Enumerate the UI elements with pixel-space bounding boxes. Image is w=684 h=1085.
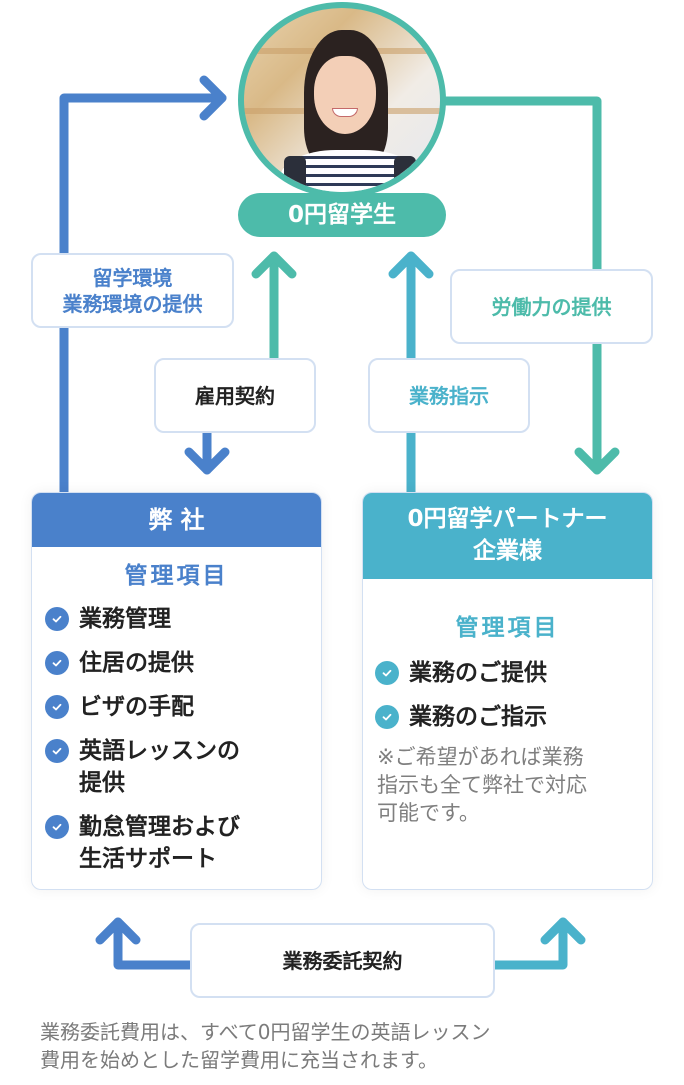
- arrowhead-instruction-up: [388, 251, 434, 279]
- partner-items: 業務のご提供 業務のご指示: [363, 645, 652, 733]
- partner-subtitle: 管理項目: [455, 615, 560, 641]
- label-env-provision: 留学環境 業務環境の提供: [31, 253, 234, 328]
- label-env-line1: 留学環境: [92, 265, 173, 290]
- arrow-company-to-student: [59, 93, 227, 497]
- partner-title-line1: 0円留学パートナー: [407, 506, 608, 532]
- arrow-student-to-partner: [441, 96, 602, 475]
- label-employment-text: 雇用契約: [195, 383, 275, 408]
- check-icon: [45, 695, 69, 719]
- company-subtitle: 管理項目: [124, 563, 229, 589]
- company-card: 弊 社 管理項目 業務管理 住居の提供 ビザの手配 英語レッスンの 提供 勤怠管…: [31, 492, 322, 890]
- list-item: 業務管理: [45, 603, 321, 635]
- label-labor-text: 労働力の提供: [491, 294, 612, 319]
- arrowhead-company-to-student: [199, 75, 227, 121]
- footer-line2: 費用を始めとした留学費用に充当されます。: [40, 1048, 438, 1072]
- student-label: 0円留学生: [238, 193, 446, 237]
- footer-line1: 業務委託費用は、すべて0円留学生の英語レッスン: [40, 1020, 491, 1044]
- photo-backpack-strap: [394, 156, 416, 192]
- arrowhead-employment-down: [184, 447, 230, 475]
- arrowhead-outsourcing-right: [540, 917, 586, 945]
- check-icon: [45, 739, 69, 763]
- arrow-outsourcing-right: [490, 917, 568, 970]
- arrowhead-outsourcing-left: [95, 917, 141, 945]
- arrowhead-employment-up: [251, 251, 297, 279]
- label-outsourcing-text: 業務委託契約: [282, 948, 403, 973]
- check-icon: [375, 661, 399, 685]
- arrow-outsourcing-left: [113, 917, 197, 970]
- list-item: 英語レッスンの 提供: [45, 735, 321, 799]
- list-item: 業務のご指示: [375, 701, 652, 733]
- company-items: 業務管理 住居の提供 ビザの手配 英語レッスンの 提供 勤怠管理および 生活サポ…: [32, 593, 321, 875]
- partner-title-line2: 企業様: [473, 538, 542, 564]
- list-item: 住居の提供: [45, 647, 321, 679]
- label-work-instruction: 業務指示: [368, 358, 530, 433]
- partner-note: ※ご希望があれば業務 指示も全て弊社で対応 可能です。: [377, 745, 587, 825]
- label-labor-provision: 労働力の提供: [450, 269, 653, 344]
- partner-card: 0円留学パートナー 企業様 管理項目 業務のご提供 業務のご指示 ※ご希望があれ…: [362, 492, 653, 890]
- check-icon: [375, 705, 399, 729]
- list-item: 勤怠管理および 生活サポート: [45, 811, 321, 875]
- label-employment-contract: 雇用契約: [154, 358, 316, 433]
- partner-card-header: 0円留学パートナー 企業様: [363, 493, 652, 579]
- check-icon: [45, 651, 69, 675]
- check-icon: [45, 815, 69, 839]
- photo-face: [314, 56, 376, 134]
- student-photo: [238, 2, 446, 198]
- list-item: 業務のご提供: [375, 657, 652, 689]
- photo-backpack-strap: [284, 156, 306, 192]
- label-outsourcing-contract: 業務委託契約: [190, 923, 495, 998]
- arrowhead-student-to-partner: [574, 447, 620, 475]
- check-icon: [45, 607, 69, 631]
- list-item: ビザの手配: [45, 691, 321, 723]
- company-card-header: 弊 社: [32, 493, 321, 547]
- label-env-line2: 業務環境の提供: [62, 291, 203, 316]
- company-title: 弊 社: [148, 506, 205, 534]
- label-instruction-text: 業務指示: [409, 383, 489, 408]
- footer-note: 業務委託費用は、すべて0円留学生の英語レッスン 費用を始めとした留学費用に充当さ…: [40, 1018, 650, 1074]
